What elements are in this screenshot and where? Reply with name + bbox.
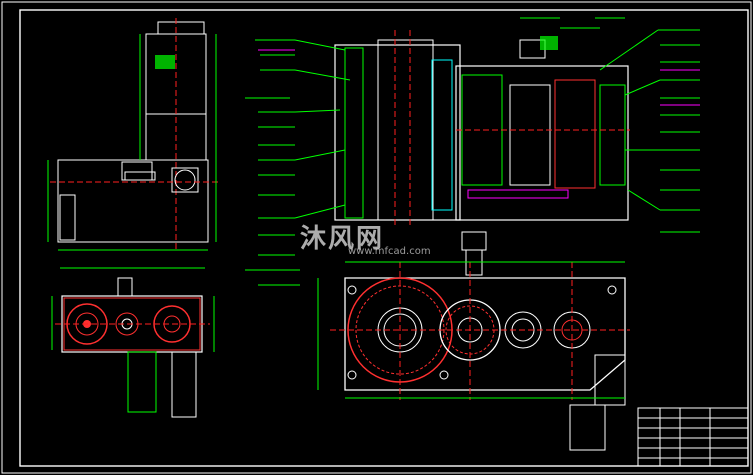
section-left-leaders	[245, 39, 351, 286]
gearbox-front-view	[317, 231, 630, 451]
magenta-callouts	[258, 49, 700, 106]
title-block	[637, 407, 749, 467]
section-right-leaders	[520, 17, 700, 233]
drawing-inner-border	[19, 9, 749, 467]
side-view	[47, 18, 220, 251]
top-view	[51, 267, 215, 418]
main-section-view	[334, 30, 630, 225]
